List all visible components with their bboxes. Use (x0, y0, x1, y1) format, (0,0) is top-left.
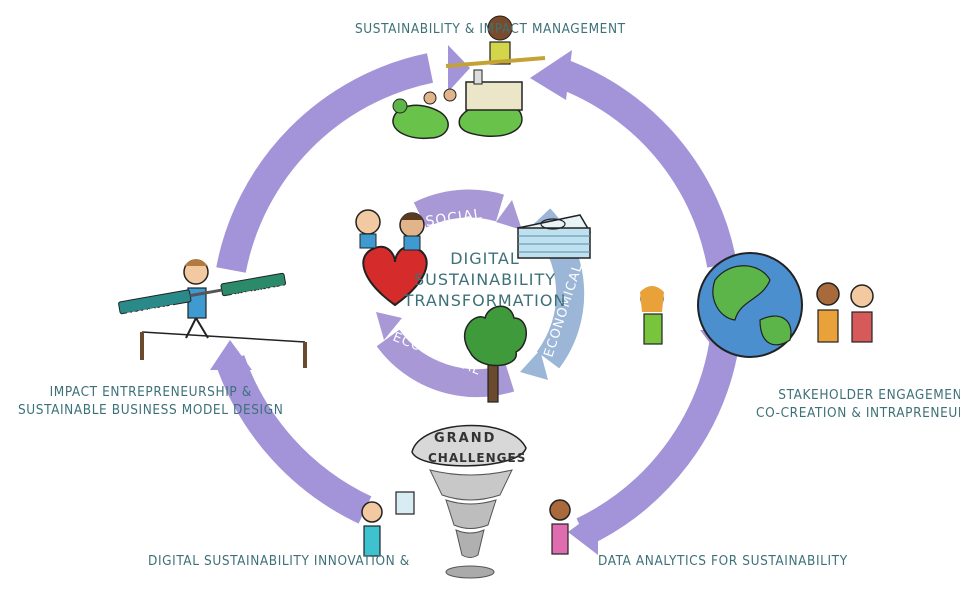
ecological-arc-head (376, 312, 402, 340)
outer-cycle-ring (215, 53, 739, 546)
social-arc (413, 189, 504, 228)
arrowhead-left-lower (210, 340, 252, 370)
money-stack-illustration (516, 214, 592, 259)
arrowhead-left-upper (448, 45, 470, 92)
heart-illustration (355, 209, 428, 307)
cycle-arrow-top-right (554, 58, 737, 268)
left-illustration: Profitable Sustainable (118, 259, 307, 368)
label-sustainability-impact-management: Sustainability & Impact Management (355, 21, 626, 37)
right-illustration (640, 252, 874, 358)
arrowhead-bottom (568, 510, 598, 555)
center-title-line-2: Sustainability (413, 270, 556, 289)
tornado-label-challenges: Challenges (428, 451, 526, 465)
label-impact-line-2: Sustainable Business Model Design (18, 402, 284, 418)
bottom-illustration: Grand Challenges (361, 424, 571, 579)
label-impact-entrepreneurship: Impact Entrepreneurship & Sustainable Bu… (18, 383, 283, 419)
top-illustration (392, 15, 546, 140)
tornado-label-grand: Grand (434, 431, 496, 446)
center-title: Digital Sustainability Transformation (395, 248, 575, 311)
center-title-line-1: Digital (450, 249, 520, 268)
center-title-line-3: Transformation (403, 291, 567, 310)
social-arc-head (496, 200, 522, 230)
cycle-arrow-left-lower (215, 354, 372, 524)
label-impact-line-1: Impact Entrepreneurship & (49, 384, 252, 400)
arrowhead-top (530, 50, 572, 100)
label-data-analytics: Data Analytics for Sustainability (598, 553, 848, 569)
label-stakeholder-line-2: Co-Creation & Intrapreneurship (756, 405, 960, 421)
label-stakeholder-engagement: Stakeholder Engagement, Co-Creation & In… (756, 386, 960, 422)
label-stakeholder-line-1: Stakeholder Engagement, (778, 387, 960, 403)
cycle-arrow-bottom-right (576, 342, 739, 546)
economical-arc-head (520, 350, 548, 380)
cycle-arrow-left-upper (216, 53, 434, 273)
tree-illustration (463, 305, 527, 403)
social-arc-label: Social (425, 206, 484, 230)
label-digital-sustainability-innovation: Digital Sustainability Innovation & (148, 553, 410, 569)
